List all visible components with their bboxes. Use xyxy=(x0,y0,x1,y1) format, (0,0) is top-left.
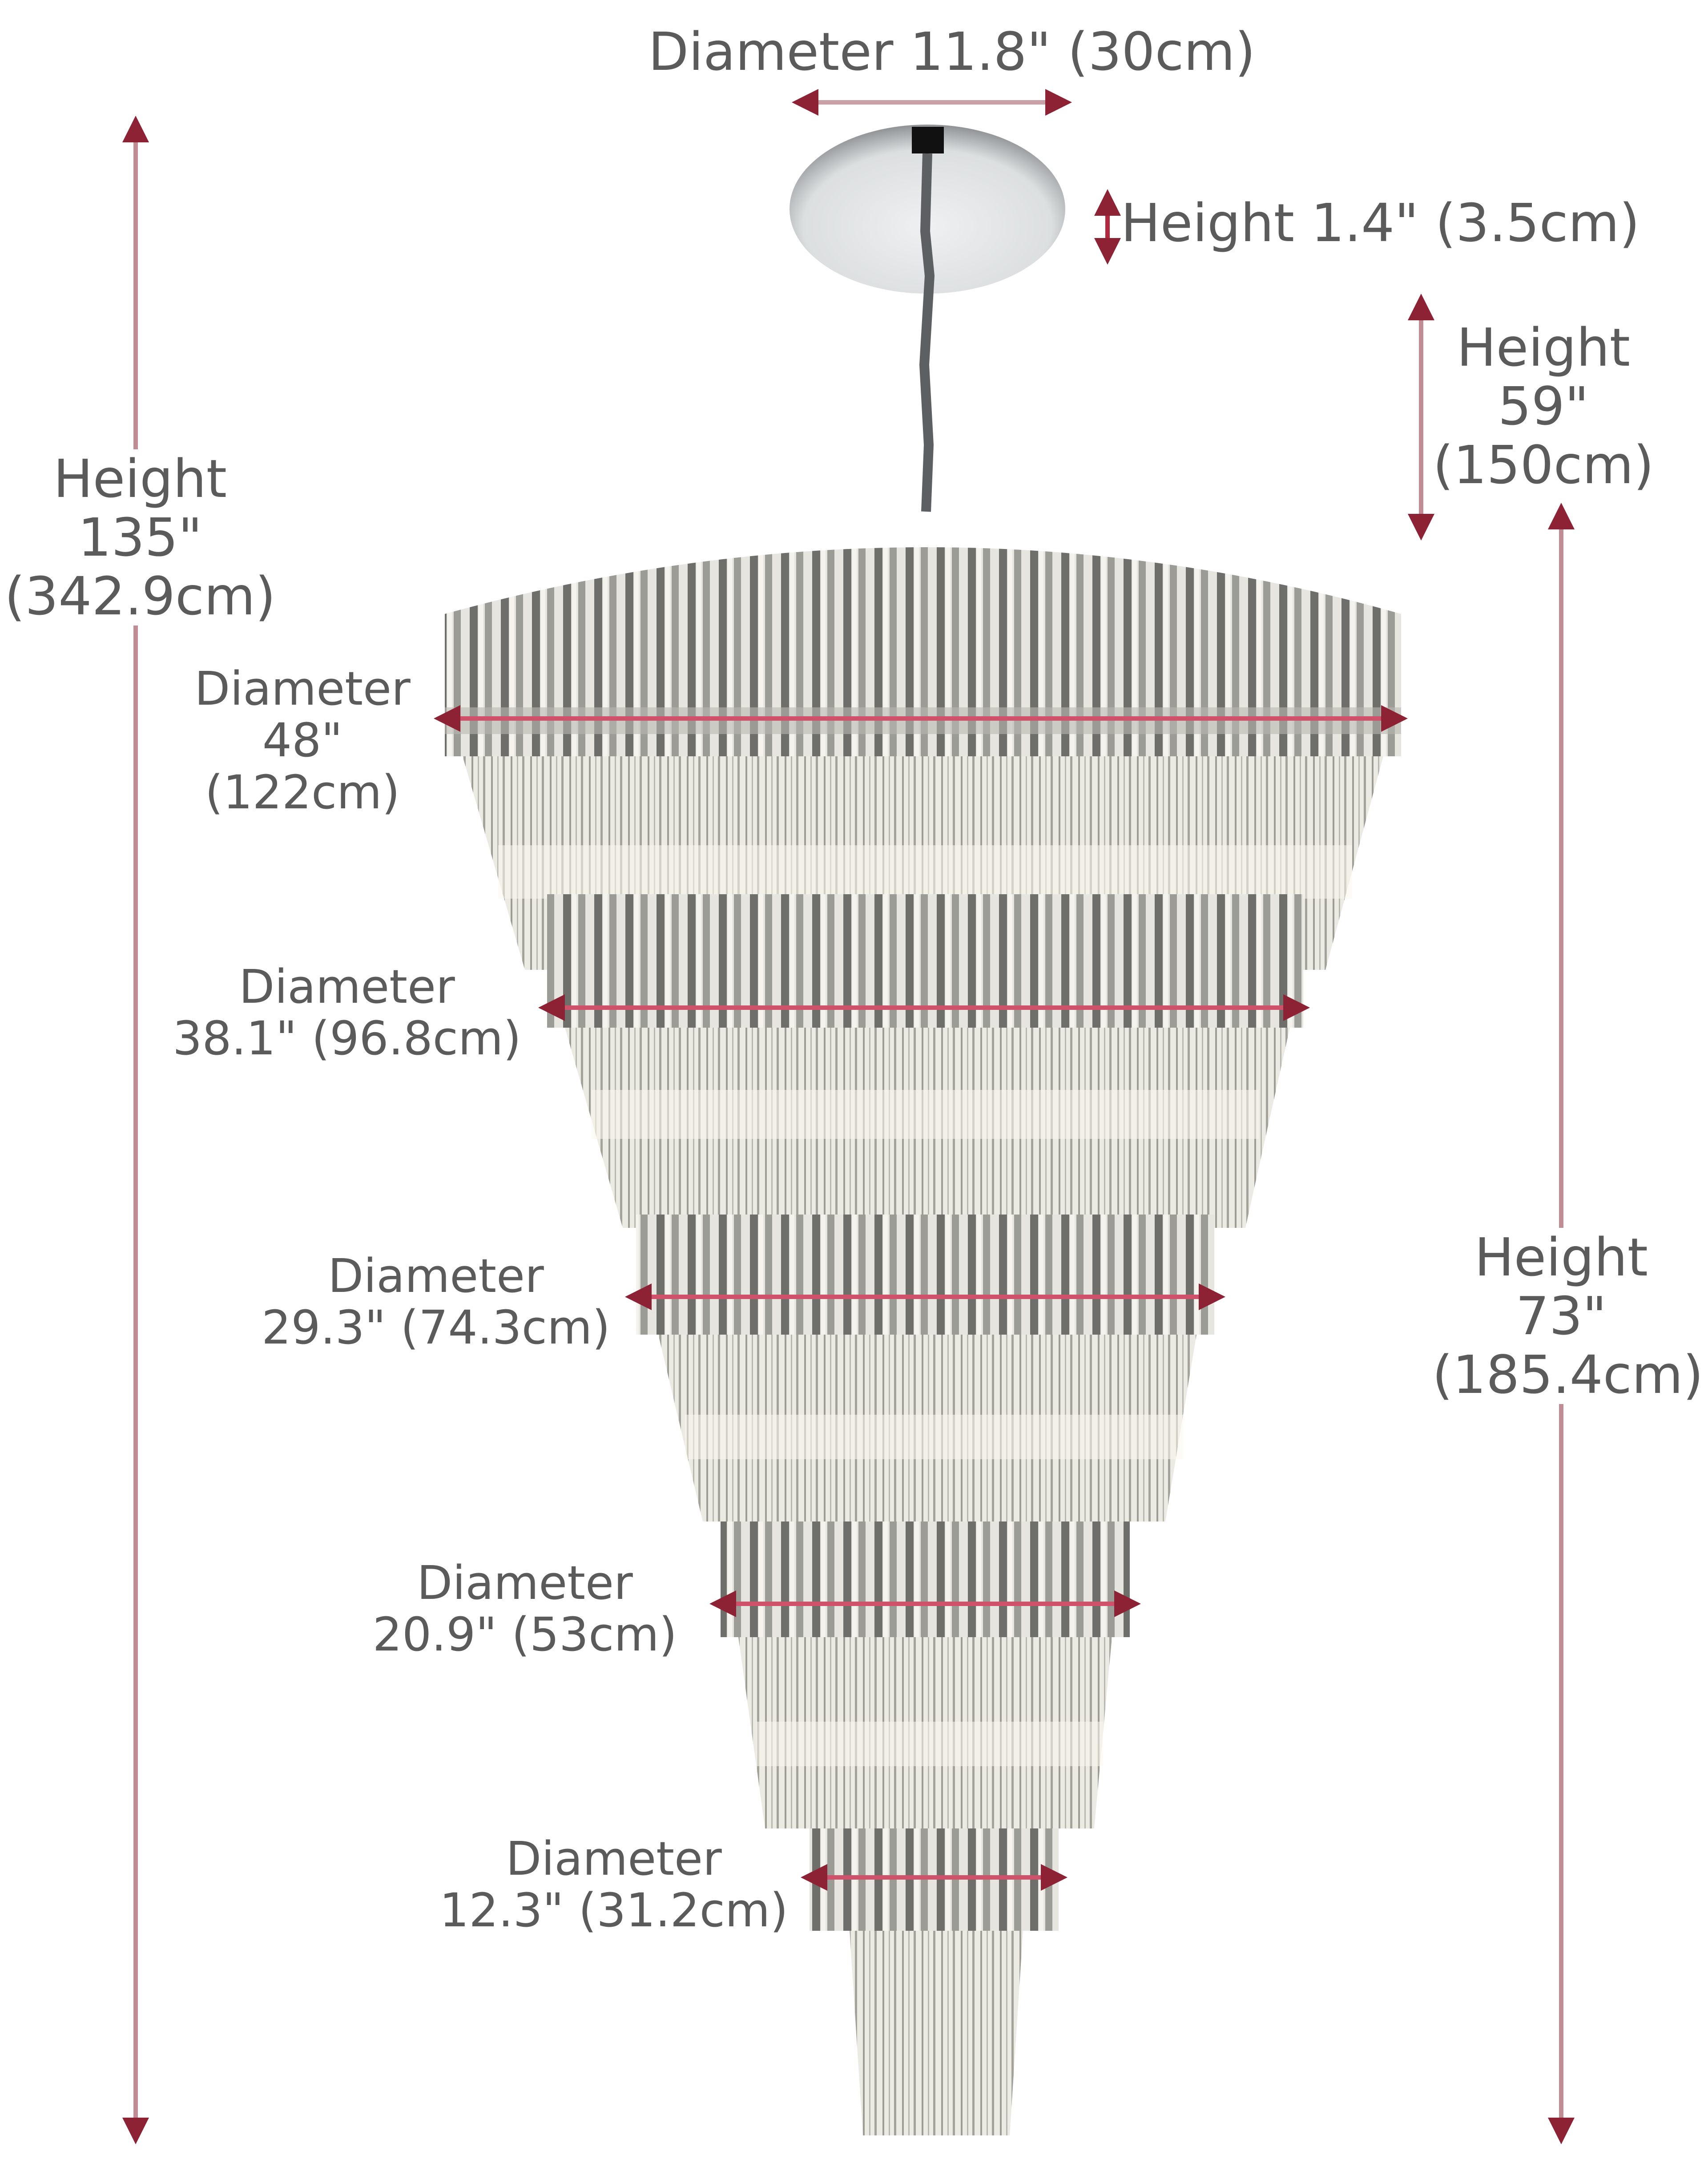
overall-height-inches: 135" xyxy=(78,507,202,569)
canopy-diameter-text: Diameter 11.8" (30cm) xyxy=(648,21,1256,82)
tier-5-title: Diameter xyxy=(506,1832,722,1886)
canopy xyxy=(790,125,1065,512)
tier-3-value: 29.3" (74.3cm) xyxy=(262,1300,610,1355)
tier-2-title: Diameter xyxy=(239,960,455,1014)
tier-4-diameter-label: Diameter 20.9" (53cm) xyxy=(365,1557,685,1661)
tier-2-diameter-label: Diameter 38.1" (96.8cm) xyxy=(169,961,525,1065)
tier-1-title: Diameter xyxy=(194,662,411,716)
tier-3-title: Diameter xyxy=(328,1249,544,1303)
tier-4 xyxy=(721,1521,1130,1828)
body-height-cm: (185.4cm) xyxy=(1432,1344,1704,1406)
chain-height-title: Height xyxy=(1456,317,1631,378)
tier-5 xyxy=(810,1828,1059,2135)
chain-height-cm: (150cm) xyxy=(1433,434,1654,496)
tier-5-diameter-label: Diameter 12.3" (31.2cm) xyxy=(436,1833,792,1937)
tier-1-cm: (122cm) xyxy=(205,765,400,819)
overall-height-label: Height 135" (342.9cm) xyxy=(0,449,280,626)
chain-height-inches: 59" xyxy=(1498,375,1589,437)
tier-4-value: 20.9" (53cm) xyxy=(372,1607,677,1662)
canopy-height-text: Height 1.4" (3.5cm) xyxy=(1121,192,1640,254)
body-height-inches: 73" xyxy=(1515,1285,1607,1347)
canopy-diameter-label: Diameter 11.8" (30cm) xyxy=(640,22,1263,81)
tier-3 xyxy=(636,1215,1214,1521)
tier-2 xyxy=(547,894,1303,1228)
tier-1-diameter-label: Diameter 48" (122cm) xyxy=(178,662,427,819)
tier-5-value: 12.3" (31.2cm) xyxy=(439,1883,788,1938)
tier-1-inches: 48" xyxy=(262,713,343,768)
tier-4-title: Diameter xyxy=(417,1556,633,1610)
tier-2-value: 38.1" (96.8cm) xyxy=(173,1011,521,1066)
body-height-title: Height xyxy=(1474,1227,1648,1288)
overall-height-title: Height xyxy=(53,448,227,509)
canopy-height-label: Height 1.4" (3.5cm) xyxy=(1121,194,1677,252)
body-height-label: Height 73" (185.4cm) xyxy=(1432,1227,1704,1406)
overall-height-cm: (342.9cm) xyxy=(4,565,276,627)
chain-height-label: Height 59" (150cm) xyxy=(1423,317,1664,496)
tier-3-diameter-label: Diameter 29.3" (74.3cm) xyxy=(258,1250,614,1354)
